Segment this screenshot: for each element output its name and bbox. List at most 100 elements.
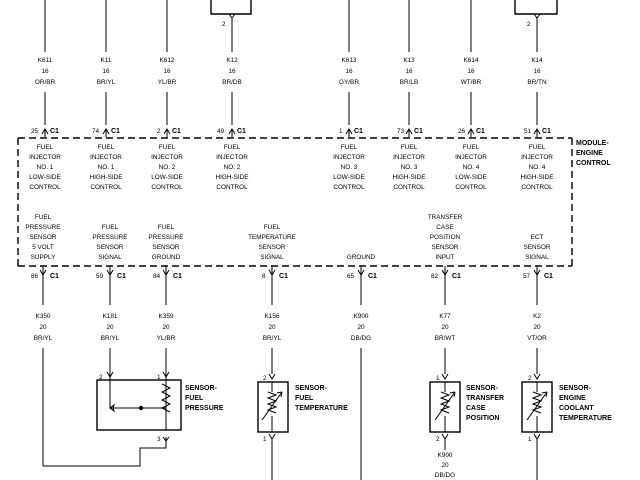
svg-text:SIGNAL: SIGNAL — [98, 254, 122, 261]
svg-text:FUEL: FUEL — [529, 144, 546, 151]
svg-text:K181: K181 — [103, 313, 118, 320]
svg-text:SENSOR: SENSOR — [30, 234, 57, 241]
svg-text:K77: K77 — [439, 313, 451, 320]
partial-pin-right: 2 — [527, 21, 531, 28]
sensor-pin: 3 — [157, 436, 161, 443]
svg-text:16: 16 — [405, 68, 413, 75]
svg-text:NO. 1: NO. 1 — [98, 164, 115, 171]
top-connector-terminals: 25 C1 74 C1 2 C1 49 C1 1 C1 73 C1 26 C1 … — [31, 128, 551, 137]
svg-text:CASE: CASE — [436, 224, 453, 231]
connector-id: C1 — [354, 128, 363, 135]
svg-text:NO. 4: NO. 4 — [529, 164, 546, 171]
svg-text:NO. 2: NO. 2 — [224, 164, 241, 171]
svg-text:SIGNAL: SIGNAL — [260, 254, 284, 261]
sensor-pin: 2 — [99, 374, 103, 381]
svg-text:16: 16 — [345, 68, 353, 75]
svg-text:BR/DB: BR/DB — [222, 79, 242, 86]
svg-text:C1: C1 — [544, 273, 553, 280]
svg-text:SUPPLY: SUPPLY — [31, 254, 56, 261]
svg-text:SENSOR: SENSOR — [259, 244, 286, 251]
pin-number: 73 — [397, 128, 405, 135]
svg-text:20: 20 — [268, 324, 276, 331]
connector-id: C1 — [237, 128, 246, 135]
sensor-transfer-case-position: 1 2 SENSOR- TRANSFER CASE POSITION — [429, 373, 504, 443]
pin-number: 74 — [92, 128, 100, 135]
svg-text:16: 16 — [102, 68, 110, 75]
svg-text:BR/TN: BR/TN — [527, 79, 547, 86]
wire-color: WT/BR — [461, 79, 482, 86]
svg-text:CONTROL: CONTROL — [90, 184, 122, 191]
svg-text:FUEL: FUEL — [401, 144, 418, 151]
svg-text:20: 20 — [106, 324, 114, 331]
svg-text:COOLANT: COOLANT — [559, 405, 594, 412]
svg-text:OR/BR: OR/BR — [35, 79, 56, 86]
svg-text:INJECTOR: INJECTOR — [455, 154, 487, 161]
svg-text:20: 20 — [357, 324, 365, 331]
wire-gauge: 16 — [41, 68, 49, 75]
svg-text:BR/YL: BR/YL — [34, 335, 53, 342]
svg-text:SENSOR: SENSOR — [432, 244, 459, 251]
connector-id: C1 — [50, 128, 59, 135]
svg-text:DB/DG: DB/DG — [351, 335, 371, 342]
top-partial-component-right: 2 — [514, 0, 558, 30]
svg-text:FUEL: FUEL — [35, 214, 52, 221]
sensor-pin: 1 — [157, 374, 161, 381]
wire-gauge: 16 — [102, 68, 110, 75]
svg-text:8: 8 — [262, 273, 266, 280]
svg-text:FUEL: FUEL — [224, 144, 241, 151]
svg-text:INPUT: INPUT — [435, 254, 454, 261]
svg-text:INJECTOR: INJECTOR — [90, 154, 122, 161]
svg-text:C1: C1 — [117, 273, 126, 280]
wire-color: BR/LB — [400, 79, 418, 86]
svg-text:16: 16 — [41, 68, 49, 75]
pin-number: 51 — [524, 128, 532, 135]
wire-color: BR/TN — [527, 79, 547, 86]
svg-text:20: 20 — [162, 324, 170, 331]
svg-text:20: 20 — [533, 324, 541, 331]
svg-text:16: 16 — [467, 68, 475, 75]
wire-color: YL/BR — [158, 79, 177, 86]
transfer-case-ground-wire-label: K900 20 DB/DG — [435, 452, 455, 479]
svg-text:FUEL: FUEL — [295, 395, 314, 402]
wire-circuit: K12 — [226, 57, 238, 64]
svg-text:CONTROL: CONTROL — [576, 160, 611, 167]
svg-text:5 VOLT: 5 VOLT — [32, 244, 54, 251]
svg-text:TEMPERATURE: TEMPERATURE — [248, 234, 296, 241]
wire-circuit: K614 — [464, 57, 479, 64]
svg-text:CONTROL: CONTROL — [29, 184, 61, 191]
svg-text:TRANSFER: TRANSFER — [428, 214, 463, 221]
svg-text:FUEL: FUEL — [264, 224, 281, 231]
svg-text:20: 20 — [441, 324, 449, 331]
svg-text:16: 16 — [533, 68, 541, 75]
svg-text:CONTROL: CONTROL — [333, 184, 365, 191]
svg-text:NO. 4: NO. 4 — [463, 164, 480, 171]
svg-text:20: 20 — [39, 324, 47, 331]
svg-text:C1: C1 — [452, 273, 461, 280]
svg-text:INJECTOR: INJECTOR — [216, 154, 248, 161]
module-outline — [17, 137, 573, 267]
svg-text:FUEL: FUEL — [158, 224, 175, 231]
sensor-pin: 2 — [436, 436, 440, 443]
sensor-engine-coolant-temperature: 2 1 SENSOR- ENGINE COOLANT TEMPERATURE — [521, 373, 612, 443]
svg-text:65: 65 — [347, 273, 355, 280]
sensor-pin: 1 — [528, 436, 532, 443]
svg-text:ENGINE: ENGINE — [559, 395, 586, 402]
svg-text:SENSOR-: SENSOR- — [466, 385, 499, 392]
svg-text:PRESSURE: PRESSURE — [92, 234, 127, 241]
wire-circuit: K13 — [403, 57, 415, 64]
svg-text:CONTROL: CONTROL — [455, 184, 487, 191]
connector-id: C1 — [542, 128, 551, 135]
svg-text:YL/BR: YL/BR — [158, 79, 177, 86]
svg-text:NO. 2: NO. 2 — [159, 164, 176, 171]
svg-text:FUEL: FUEL — [463, 144, 480, 151]
svg-text:20: 20 — [441, 462, 449, 469]
svg-text:SENSOR: SENSOR — [153, 244, 180, 251]
svg-text:16: 16 — [163, 68, 171, 75]
svg-text:C1: C1 — [279, 273, 288, 280]
pin-number: 1 — [339, 128, 343, 135]
svg-text:C1: C1 — [368, 273, 377, 280]
svg-text:C1: C1 — [173, 273, 182, 280]
svg-text:K359: K359 — [159, 313, 174, 320]
top-partial-component-left: 2 — [210, 0, 252, 30]
